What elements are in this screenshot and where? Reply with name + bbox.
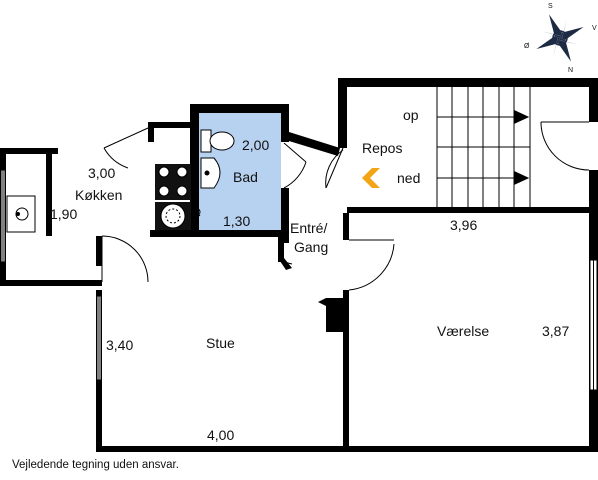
entrance-name-line2: Gang — [294, 239, 328, 255]
living-width: 4,00 — [207, 427, 234, 443]
compass-rose-icon — [536, 14, 584, 62]
windows — [0, 169, 598, 391]
living-name: Stue — [206, 335, 235, 351]
landing-name: Repos — [362, 140, 402, 156]
compass-n: N — [568, 67, 573, 74]
bath-width: 2,00 — [242, 137, 269, 153]
compass-s: S — [548, 3, 553, 10]
walls — [0, 78, 598, 452]
washing-machine-icon — [155, 202, 191, 230]
bedroom-name: Værelse — [437, 323, 489, 339]
kitchen-name: Køkken — [75, 187, 122, 203]
entrance-arrow-icon — [362, 168, 380, 188]
stair-up-label: op — [403, 107, 419, 123]
entrance-name-line1: Entré/ — [290, 220, 327, 236]
doors — [101, 121, 590, 291]
disclaimer: Vejledende tegning uden ansvar. — [12, 459, 179, 471]
stove-icon — [155, 164, 191, 200]
bedroom-depth: 3,87 — [542, 323, 569, 339]
compass-o: Ø — [524, 43, 530, 50]
kitchen-depth: 1,90 — [50, 206, 77, 222]
staircase — [436, 87, 531, 207]
kitchen-sink-icon — [6, 195, 36, 233]
kitchen-width: 3,00 — [88, 165, 115, 181]
stair-down-label: ned — [397, 170, 420, 186]
bath-name: Bad — [233, 169, 258, 185]
compass-v: V — [592, 25, 597, 32]
toilet-icon — [200, 129, 235, 153]
faucet-icon — [191, 207, 201, 217]
living-depth: 3,40 — [106, 337, 133, 353]
bath-sink-icon — [200, 157, 221, 189]
bath-depth: 1,30 — [223, 213, 250, 229]
landing-width: 3,96 — [450, 217, 477, 233]
